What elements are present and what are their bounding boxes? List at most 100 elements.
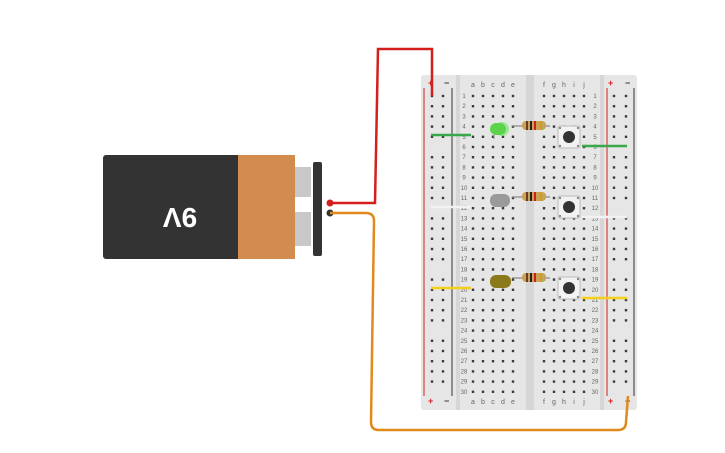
- breadboard-hole[interactable]: [471, 227, 475, 230]
- breadboard-hole[interactable]: [471, 94, 475, 98]
- rail-hole[interactable]: [441, 176, 445, 179]
- rail-hole[interactable]: [624, 227, 628, 230]
- breadboard-hole[interactable]: [491, 370, 495, 373]
- breadboard-hole[interactable]: [582, 390, 586, 393]
- breadboard-hole[interactable]: [501, 156, 505, 159]
- breadboard-hole[interactable]: [542, 349, 546, 353]
- rail-hole[interactable]: [430, 135, 434, 138]
- breadboard-hole[interactable]: [491, 380, 495, 383]
- breadboard-hole[interactable]: [471, 176, 475, 179]
- breadboard-hole[interactable]: [572, 258, 576, 261]
- rail-hole[interactable]: [430, 319, 434, 322]
- rail-hole[interactable]: [612, 380, 616, 383]
- breadboard-hole[interactable]: [572, 390, 576, 393]
- rail-hole[interactable]: [441, 288, 445, 291]
- rail-hole[interactable]: [612, 247, 616, 251]
- breadboard-hole[interactable]: [582, 176, 586, 179]
- battery-9v[interactable]: 9V: [103, 155, 334, 259]
- rail-hole[interactable]: [612, 288, 616, 291]
- breadboard-hole[interactable]: [481, 237, 485, 240]
- breadboard-hole[interactable]: [552, 166, 556, 169]
- breadboard-hole[interactable]: [471, 349, 475, 353]
- breadboard-hole[interactable]: [552, 298, 556, 302]
- breadboard-hole[interactable]: [572, 309, 576, 312]
- breadboard-hole[interactable]: [491, 207, 495, 210]
- breadboard-hole[interactable]: [582, 319, 586, 322]
- breadboard-hole[interactable]: [471, 125, 475, 128]
- breadboard-hole[interactable]: [491, 156, 495, 159]
- breadboard-hole[interactable]: [491, 135, 495, 138]
- rail-hole[interactable]: [430, 298, 434, 302]
- resistor-1[interactable]: [512, 121, 550, 130]
- breadboard-hole[interactable]: [511, 166, 515, 169]
- rail-hole[interactable]: [441, 115, 445, 118]
- breadboard-hole[interactable]: [481, 370, 485, 373]
- breadboard-hole[interactable]: [552, 309, 556, 312]
- rail-hole[interactable]: [441, 105, 445, 108]
- breadboard-hole[interactable]: [511, 156, 515, 159]
- breadboard-hole[interactable]: [562, 247, 566, 251]
- pushbutton-cap[interactable]: [563, 131, 575, 143]
- wire-orange[interactable]: [330, 211, 630, 432]
- breadboard-hole[interactable]: [562, 360, 566, 363]
- breadboard-hole[interactable]: [481, 278, 485, 281]
- breadboard-hole[interactable]: [471, 339, 475, 342]
- breadboard-hole[interactable]: [552, 145, 556, 149]
- rail-hole[interactable]: [441, 298, 445, 302]
- breadboard-hole[interactable]: [562, 94, 566, 98]
- pushbutton-3[interactable]: [557, 276, 581, 300]
- breadboard-hole[interactable]: [582, 309, 586, 312]
- breadboard-hole[interactable]: [552, 196, 556, 200]
- rail-hole[interactable]: [430, 309, 434, 312]
- breadboard-hole[interactable]: [491, 339, 495, 342]
- rail-hole[interactable]: [441, 135, 445, 138]
- breadboard-hole[interactable]: [511, 329, 515, 332]
- breadboard-hole[interactable]: [542, 309, 546, 312]
- breadboard-hole[interactable]: [542, 370, 546, 373]
- breadboard-hole[interactable]: [562, 186, 566, 189]
- breadboard-hole[interactable]: [542, 207, 546, 210]
- breadboard-hole[interactable]: [471, 360, 475, 363]
- breadboard-hole[interactable]: [562, 105, 566, 108]
- breadboard-hole[interactable]: [481, 94, 485, 98]
- breadboard-hole[interactable]: [542, 380, 546, 383]
- breadboard-hole[interactable]: [572, 247, 576, 251]
- breadboard-hole[interactable]: [562, 156, 566, 159]
- rail-hole[interactable]: [430, 166, 434, 169]
- breadboard-hole[interactable]: [501, 186, 505, 189]
- rail-hole[interactable]: [612, 339, 616, 342]
- breadboard-hole[interactable]: [582, 268, 586, 271]
- breadboard-hole[interactable]: [511, 247, 515, 251]
- breadboard-hole[interactable]: [542, 115, 546, 118]
- breadboard-hole[interactable]: [501, 176, 505, 179]
- breadboard-hole[interactable]: [552, 360, 556, 363]
- rail-hole[interactable]: [430, 115, 434, 118]
- breadboard-hole[interactable]: [501, 390, 505, 393]
- rail-hole[interactable]: [441, 339, 445, 342]
- breadboard-hole[interactable]: [511, 390, 515, 393]
- rail-hole[interactable]: [430, 196, 434, 200]
- breadboard-hole[interactable]: [562, 115, 566, 118]
- breadboard-hole[interactable]: [491, 227, 495, 230]
- breadboard-hole[interactable]: [562, 227, 566, 230]
- breadboard-hole[interactable]: [552, 115, 556, 118]
- rail-hole[interactable]: [441, 156, 445, 159]
- breadboard-hole[interactable]: [582, 227, 586, 230]
- rail-hole[interactable]: [624, 309, 628, 312]
- breadboard-hole[interactable]: [572, 186, 576, 189]
- breadboard-hole[interactable]: [511, 176, 515, 179]
- rail-hole[interactable]: [612, 217, 616, 220]
- breadboard-hole[interactable]: [542, 227, 546, 230]
- rail-hole[interactable]: [624, 258, 628, 261]
- breadboard-hole[interactable]: [501, 288, 505, 291]
- breadboard-hole[interactable]: [481, 268, 485, 271]
- breadboard-hole[interactable]: [562, 329, 566, 332]
- breadboard-hole[interactable]: [501, 166, 505, 169]
- rail-hole[interactable]: [441, 319, 445, 322]
- breadboard-hole[interactable]: [481, 258, 485, 261]
- breadboard-hole[interactable]: [511, 349, 515, 353]
- rail-hole[interactable]: [430, 217, 434, 220]
- breadboard-hole[interactable]: [491, 349, 495, 353]
